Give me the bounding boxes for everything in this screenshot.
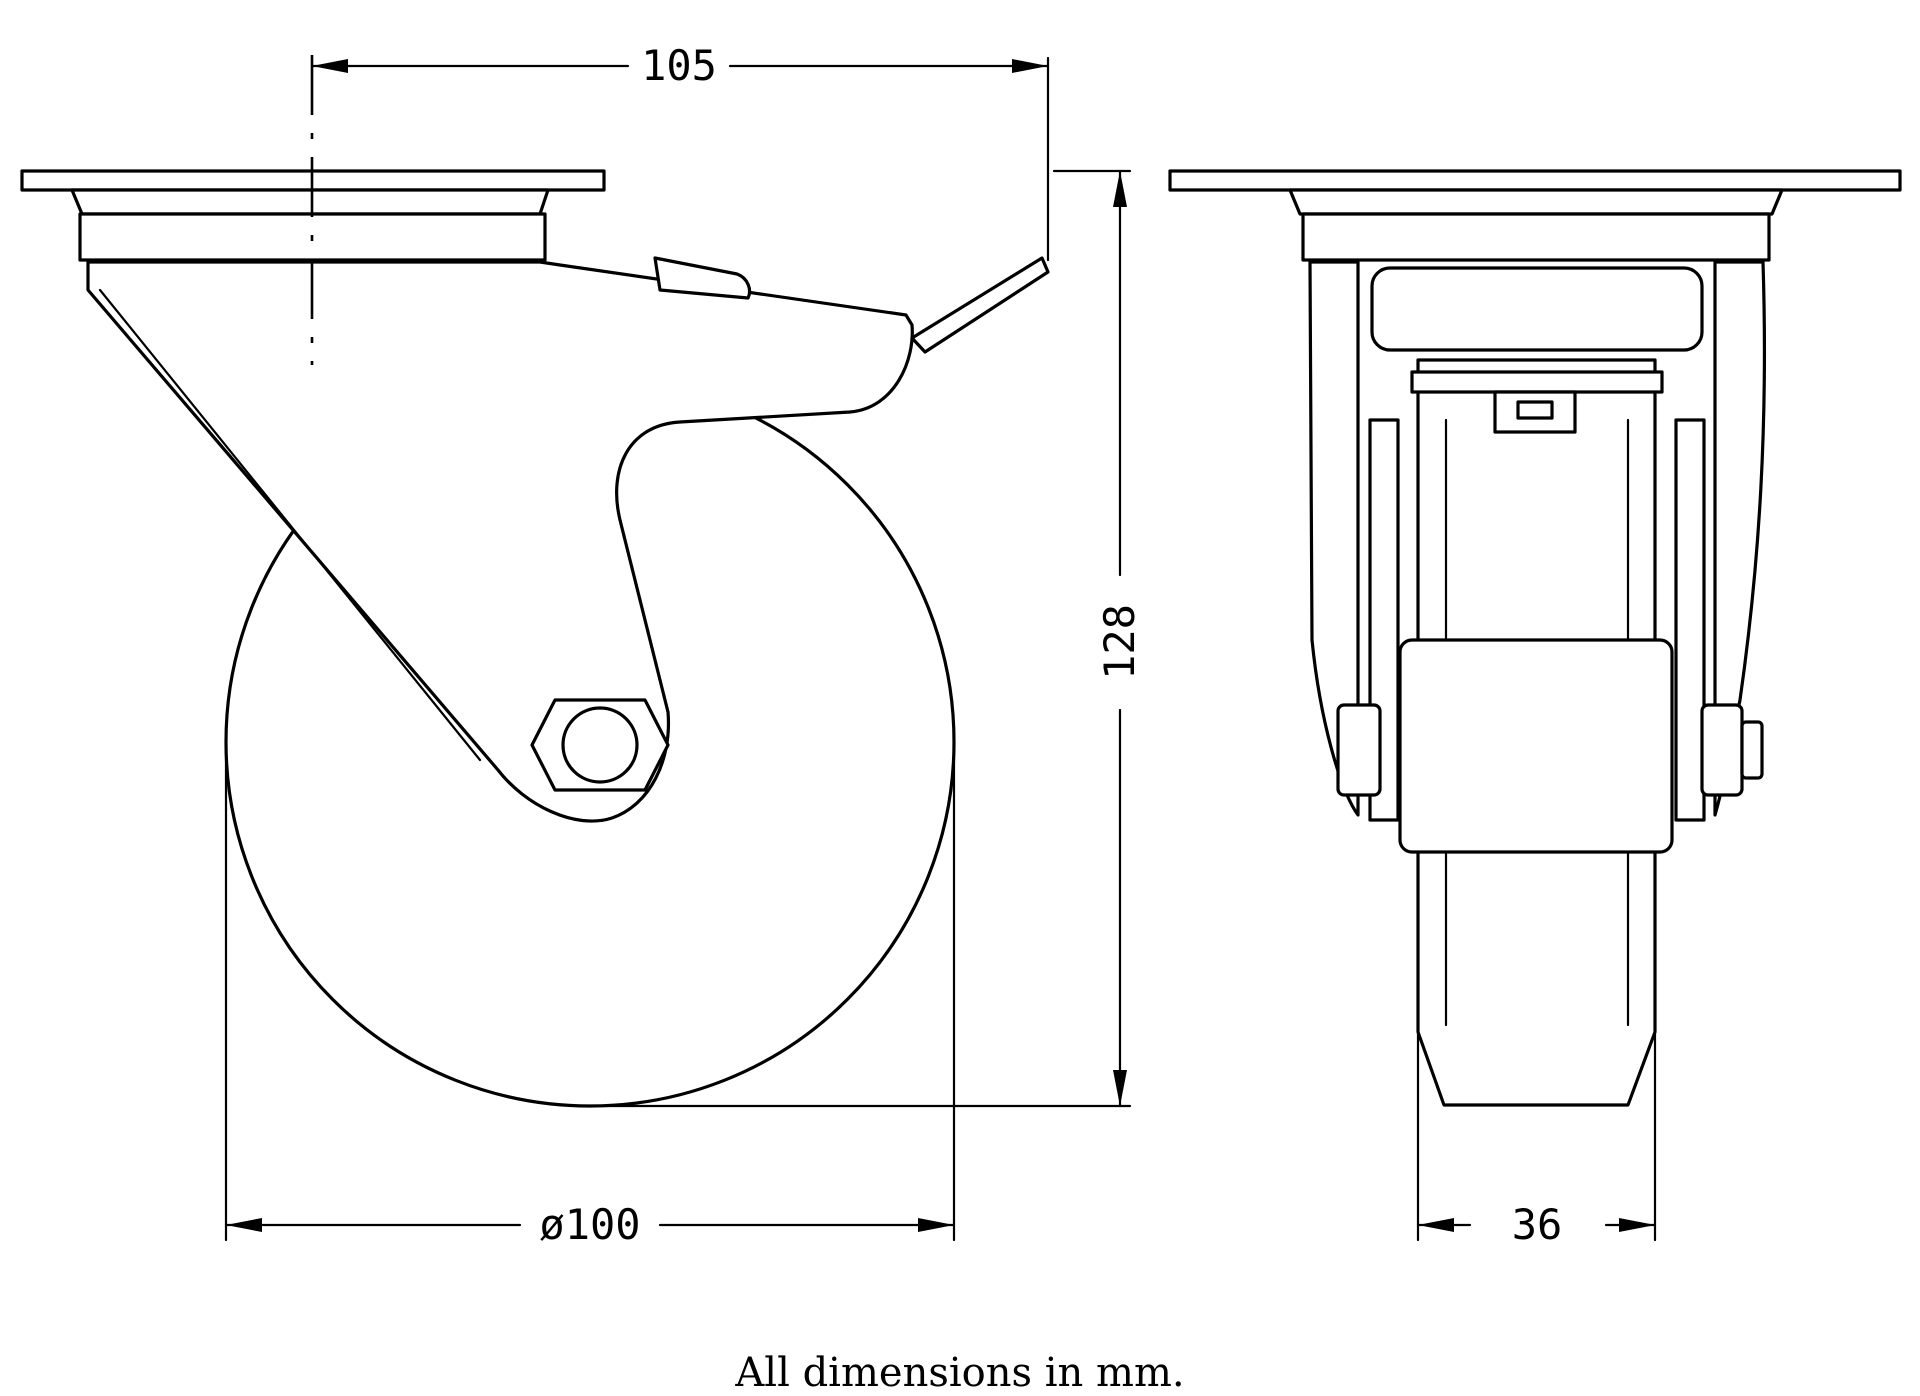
side-fork	[86, 260, 914, 823]
side-view	[20, 55, 1050, 1108]
front-fork-left	[1308, 260, 1360, 817]
front-top-plate	[1168, 169, 1902, 192]
front-axle-nut-right	[1700, 703, 1744, 797]
dimension-height-label: 128	[1095, 604, 1144, 680]
front-kingpin-housing	[1301, 212, 1771, 262]
side-brake-pedal	[910, 256, 1050, 354]
dimension-wheel-diameter-label: ø100	[539, 1200, 640, 1249]
units-note: All dimensions in mm.	[735, 1350, 1185, 1396]
side-brake-lever	[653, 256, 752, 300]
dimension-lines	[224, 56, 1657, 1242]
front-brake-block	[1370, 266, 1704, 352]
dimension-wheel-width-label: 36	[1512, 1200, 1563, 1249]
front-plate-flange	[1288, 188, 1784, 216]
front-hub	[1398, 638, 1674, 854]
front-view	[1168, 169, 1902, 1107]
side-axle-nut	[530, 698, 670, 792]
front-axle-nut-left	[1336, 703, 1382, 797]
side-axle	[561, 706, 639, 784]
side-plate-flange	[70, 188, 550, 216]
dimension-offset-label: 105	[641, 41, 717, 90]
